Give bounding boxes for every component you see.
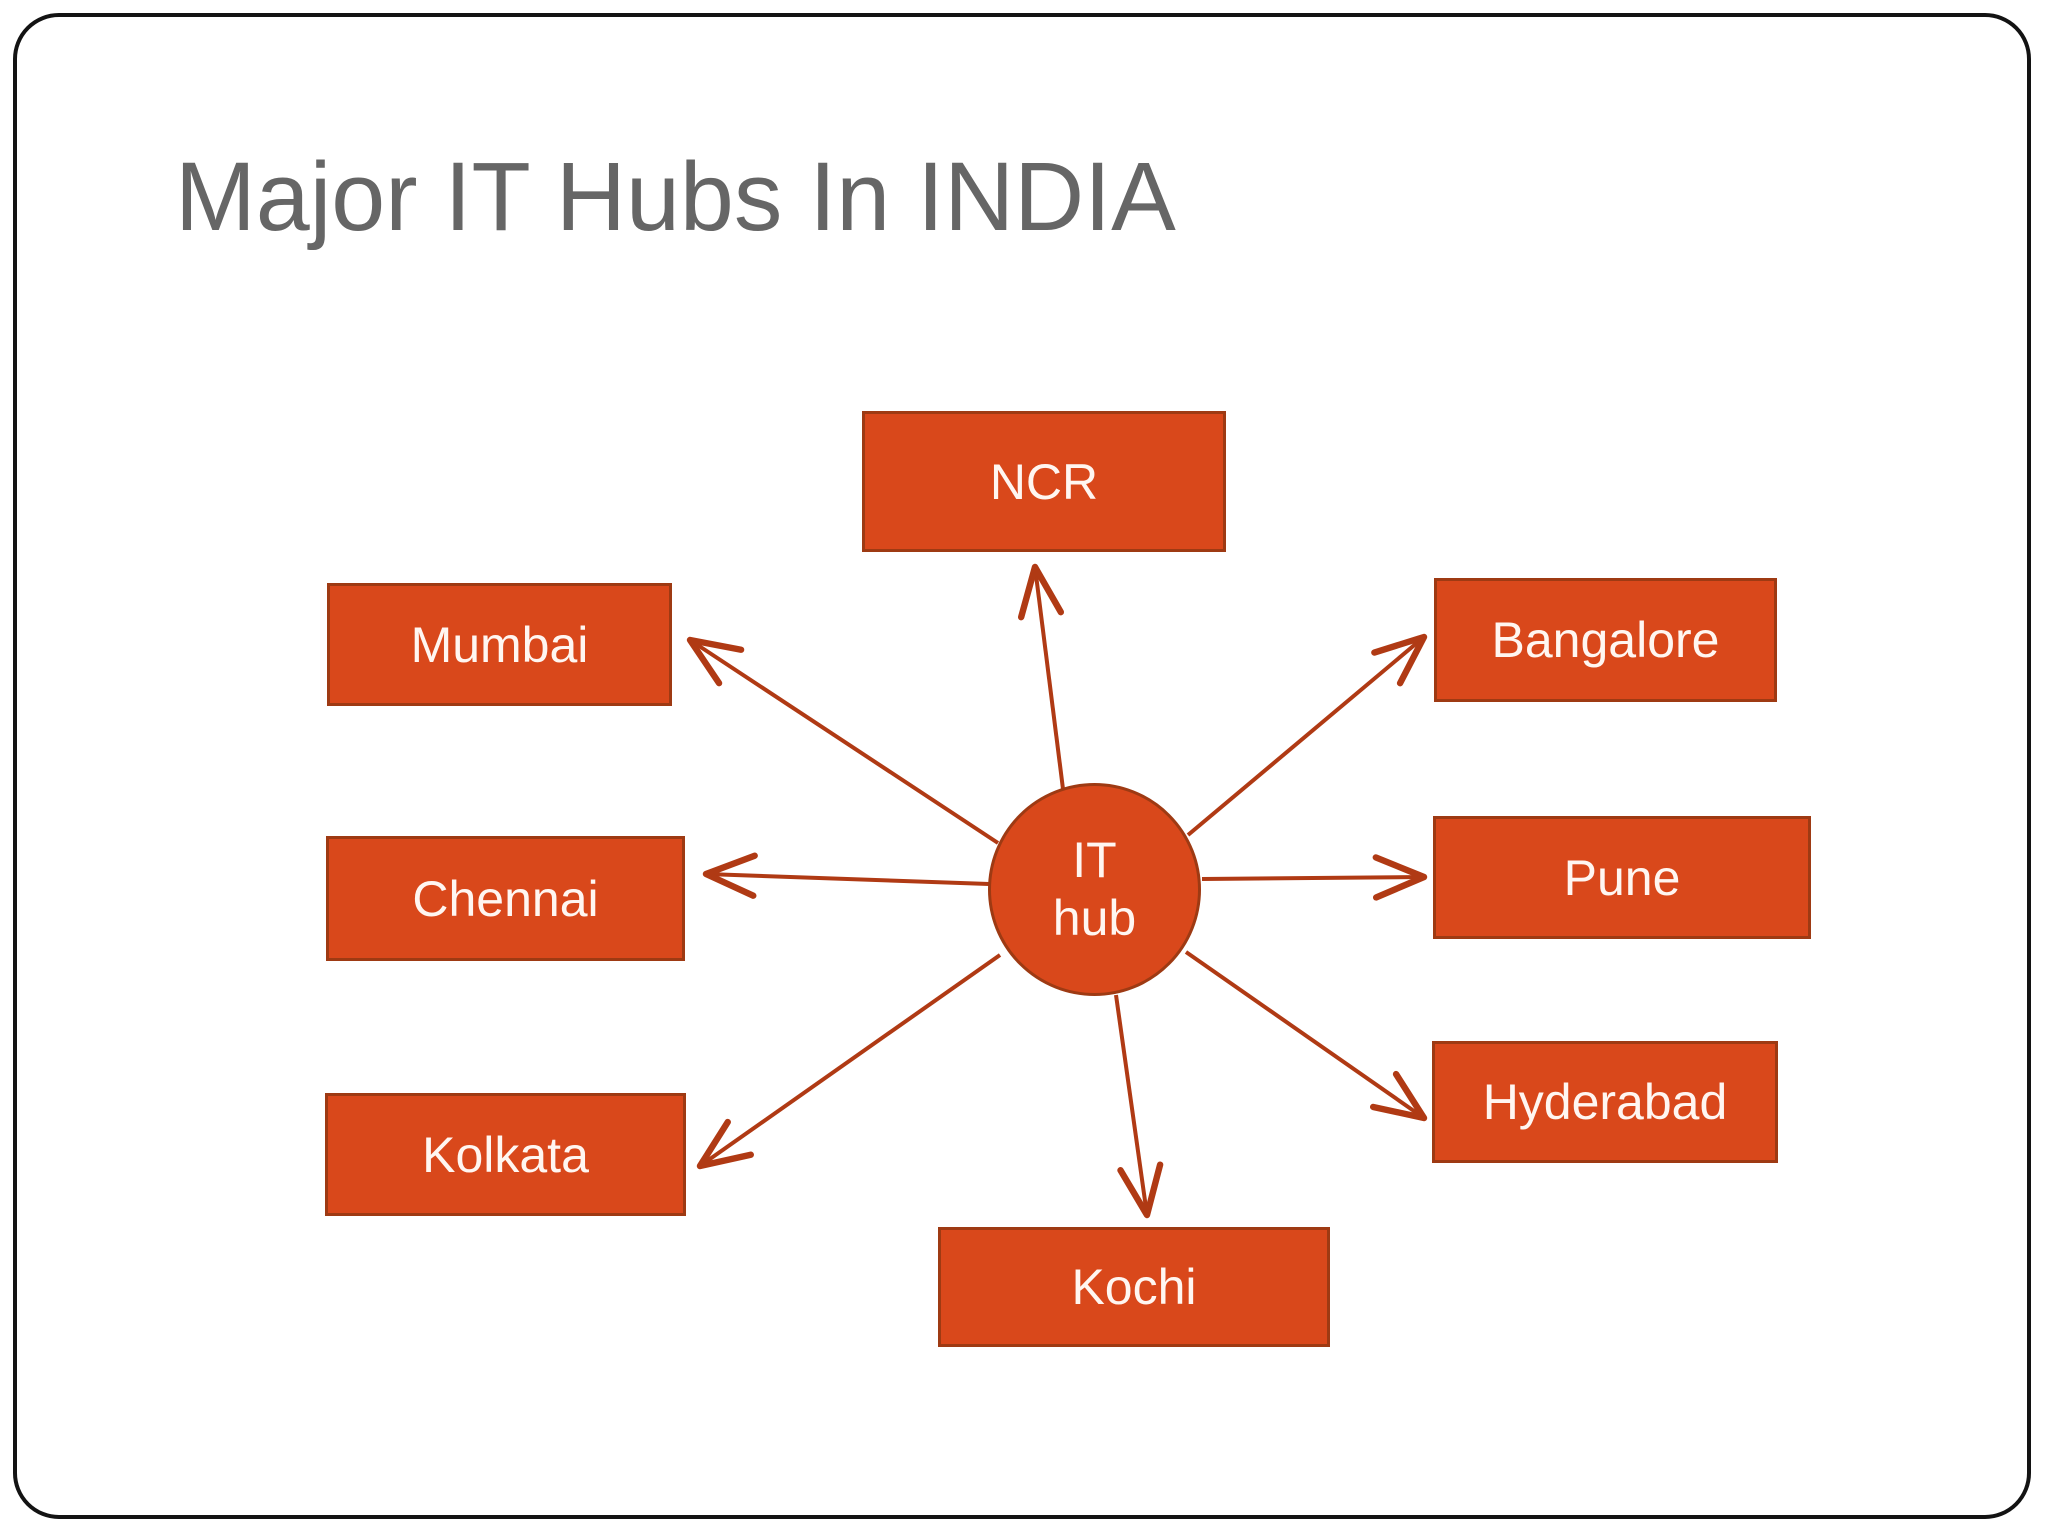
node-ncr-label: NCR [989,453,1099,510]
node-hyderabad-label: Hyderabad [1482,1074,1728,1130]
edge-hub-to-hyderabad [1184,950,1428,1122]
edge-hub-to-bangalore [1186,633,1428,837]
node-mumbai[interactable]: Mumbai [327,583,672,706]
edge-hub-to-ncr [1017,563,1065,790]
node-pune-label: Pune [1563,849,1681,906]
page-title: Major IT Hubs In INDIA [175,142,1176,251]
node-it-hub-line2: hub [1052,889,1137,946]
node-bangalore-label: Bangalore [1491,612,1720,668]
node-ncr[interactable]: NCR [862,411,1226,552]
edge-hub-to-pune [1201,854,1428,901]
edge-hub-to-kolkata [696,953,1002,1170]
node-chennai-label: Chennai [412,870,599,927]
node-kolkata-label: Kolkata [422,1126,589,1183]
node-it-hub[interactable]: IT hub [988,783,1201,996]
node-bangalore[interactable]: Bangalore [1434,578,1777,702]
node-hyderabad[interactable]: Hyderabad [1432,1041,1778,1163]
edge-hub-to-kochi [1114,994,1164,1219]
node-kolkata[interactable]: Kolkata [325,1093,686,1216]
node-mumbai-label: Mumbai [410,616,589,673]
node-chennai[interactable]: Chennai [326,836,685,961]
node-kochi[interactable]: Kochi [938,1227,1330,1347]
node-kochi-label: Kochi [1071,1259,1197,1315]
edge-hub-to-chennai [702,852,990,899]
node-pune[interactable]: Pune [1433,816,1811,939]
edge-hub-to-mumbai [686,636,1000,845]
node-it-hub-line1: IT [1072,832,1117,888]
